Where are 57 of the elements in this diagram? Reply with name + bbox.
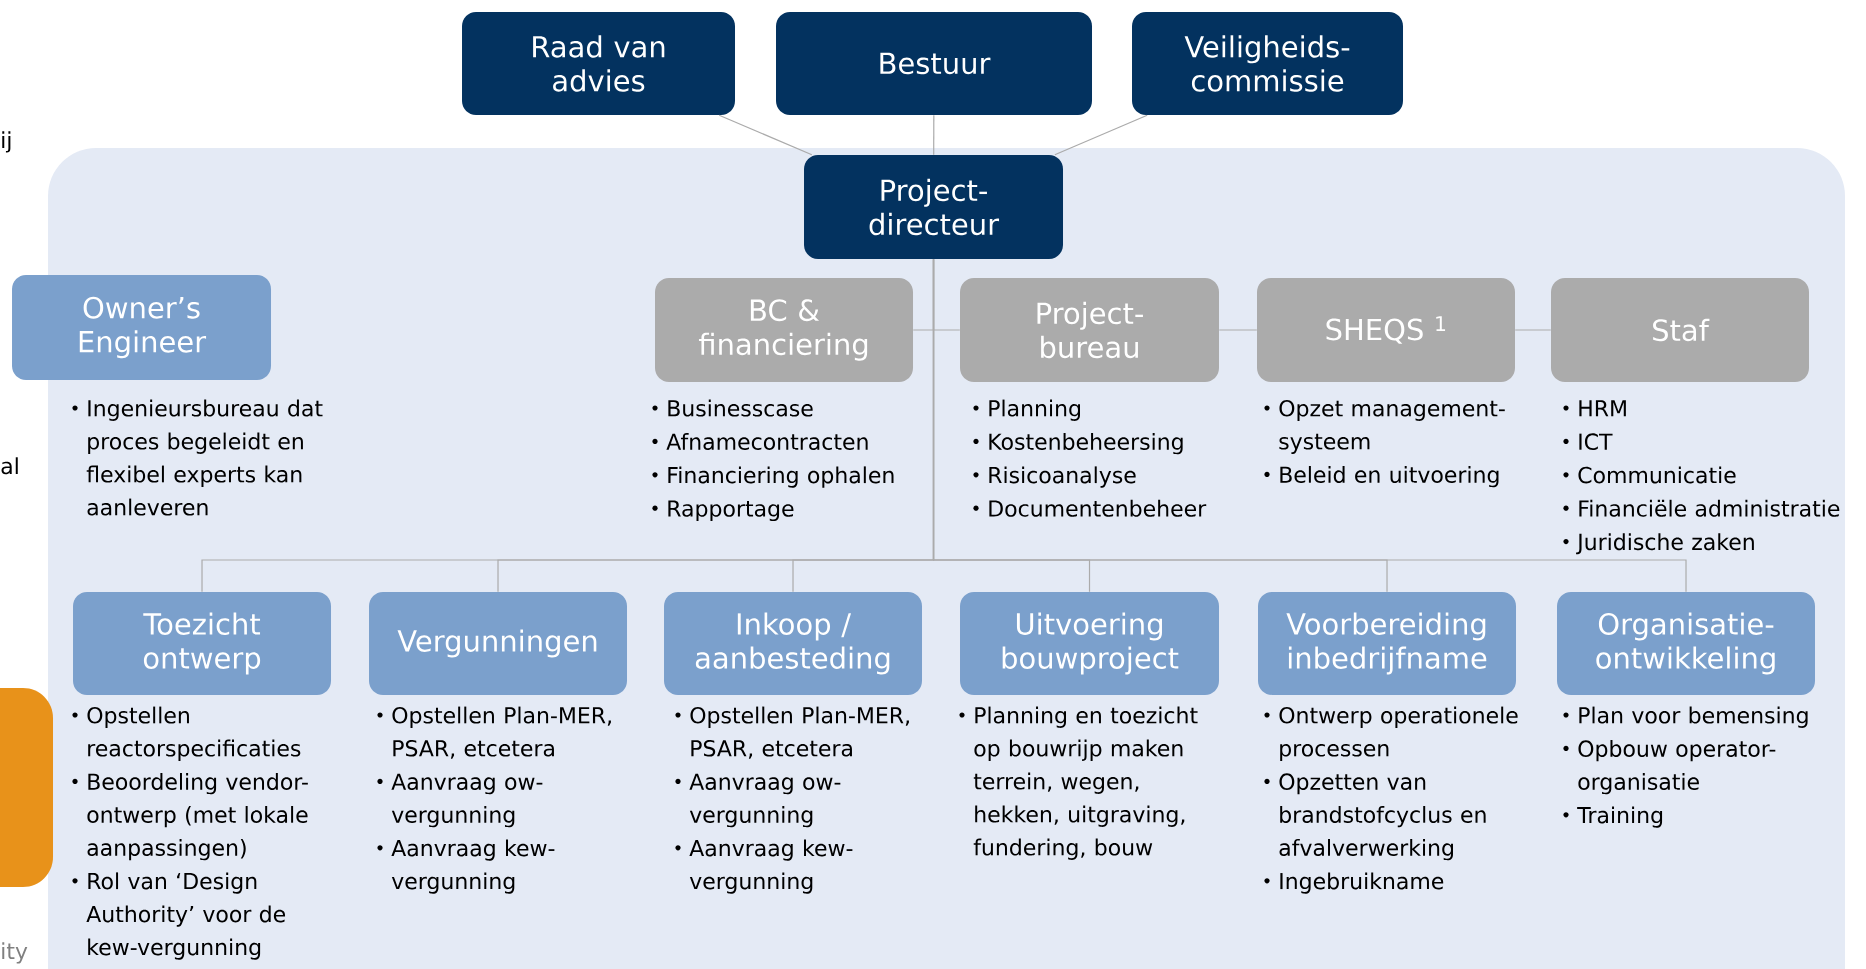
department-box: Organisatie-ontwikkeling [1557, 592, 1815, 695]
bullet-item: Businesscase [652, 399, 813, 417]
bullet-item: Documentenbeheer [973, 499, 1207, 517]
connector-line [1218, 329, 1258, 331]
bullet-item: Ingenieursbureau dat proces begeleidt en flexibel experts kan aanleveren [72, 399, 323, 516]
org-box: Veiligheids-commissie [1132, 12, 1403, 115]
connector-line [718, 114, 813, 156]
staff-box: BC & financiering [655, 278, 913, 382]
text-fragment: ity [2, 942, 28, 964]
staff-box: Project-bureau [960, 278, 1219, 382]
bullet-item: Planning [973, 399, 1080, 421]
org-box: Raad van advies [462, 12, 735, 115]
bullet-item: Ingebruikname [1264, 872, 1444, 894]
bullet-item: Planning en toezicht op bouwrijp maken terrein, wegen, hekken, uitgraving, fundering, bouw [959, 706, 1198, 860]
text-fragment: al [1, 457, 18, 475]
bullet-item: Beoordeling vendor-ontwerp (met lokale aanpassingen) [72, 773, 308, 861]
bullet-item: Opstellen Plan-MER, PSAR, etcetera [675, 706, 909, 759]
connector-line [1514, 329, 1552, 331]
department-box: Owner’s Engineer [12, 275, 271, 380]
bullet-item: Opstellen reactorspecificaties [72, 706, 301, 761]
bullet-item: Opbouw operator-organisatie [1563, 740, 1776, 795]
department-box: Toezicht ontwerp [73, 592, 331, 695]
bullet-item: Opzet management-systeem [1264, 399, 1505, 454]
bullet-item: Rol van ‘Design Authority’ voor de kew-vergunning [72, 872, 286, 960]
bullet-item: Beleid en uitvoering [1264, 466, 1499, 488]
connector-line [933, 114, 935, 156]
bullet-item: Plan voor bemensing [1563, 706, 1808, 728]
bullet-item: Risicoanalyse [973, 466, 1136, 488]
connector-line [932, 258, 1687, 593]
bullet-item: Training [1563, 806, 1663, 828]
staff-box: Staf [1551, 278, 1809, 382]
side-tab [0, 688, 53, 887]
bullet-item: Aanvraag kew-vergunning [675, 839, 853, 894]
bullet-item: Rapportage [652, 500, 794, 522]
department-box: Inkoop / aanbesteding [664, 592, 922, 695]
connector-line [1054, 114, 1148, 156]
department-box: Uitvoering bouwproject [960, 592, 1219, 695]
bullet-item: Communicatie [1563, 466, 1736, 484]
bullet-item: Kostenbeheersing [973, 433, 1183, 455]
bullet-item: Financiële administratie [1563, 499, 1840, 517]
department-box: Voorbereiding inbedrijfname [1258, 592, 1516, 695]
staff-box: SHEQS $^{1}$ [1257, 278, 1515, 382]
bullet-item: Financiering ophalen [652, 466, 894, 488]
bullet-item: Afnamecontracten [652, 433, 868, 450]
bullet-item: Aanvraag ow-vergunning [377, 773, 543, 828]
text-fragment: ij [2, 131, 11, 153]
department-box: Vergunningen [369, 592, 627, 695]
org-box: Bestuur [776, 12, 1092, 115]
bullet-item: Opstellen Plan-MER, PSAR, etcetera [377, 706, 611, 759]
bullet-item: Opzetten van brandstofcyclus en afvalverwerking [1264, 773, 1486, 861]
bullet-item: HRM [1563, 400, 1626, 417]
bullet-item: ICT [1563, 433, 1613, 450]
bullet-item: Juridische zaken [1563, 533, 1754, 555]
bullet-item: Aanvraag ow-vergunning [675, 773, 841, 828]
org-box: Project-directeur [804, 155, 1063, 259]
bullet-item: Ontwerp operationele processen [1264, 706, 1518, 761]
bullet-item: Aanvraag kew-vergunning [377, 839, 555, 894]
